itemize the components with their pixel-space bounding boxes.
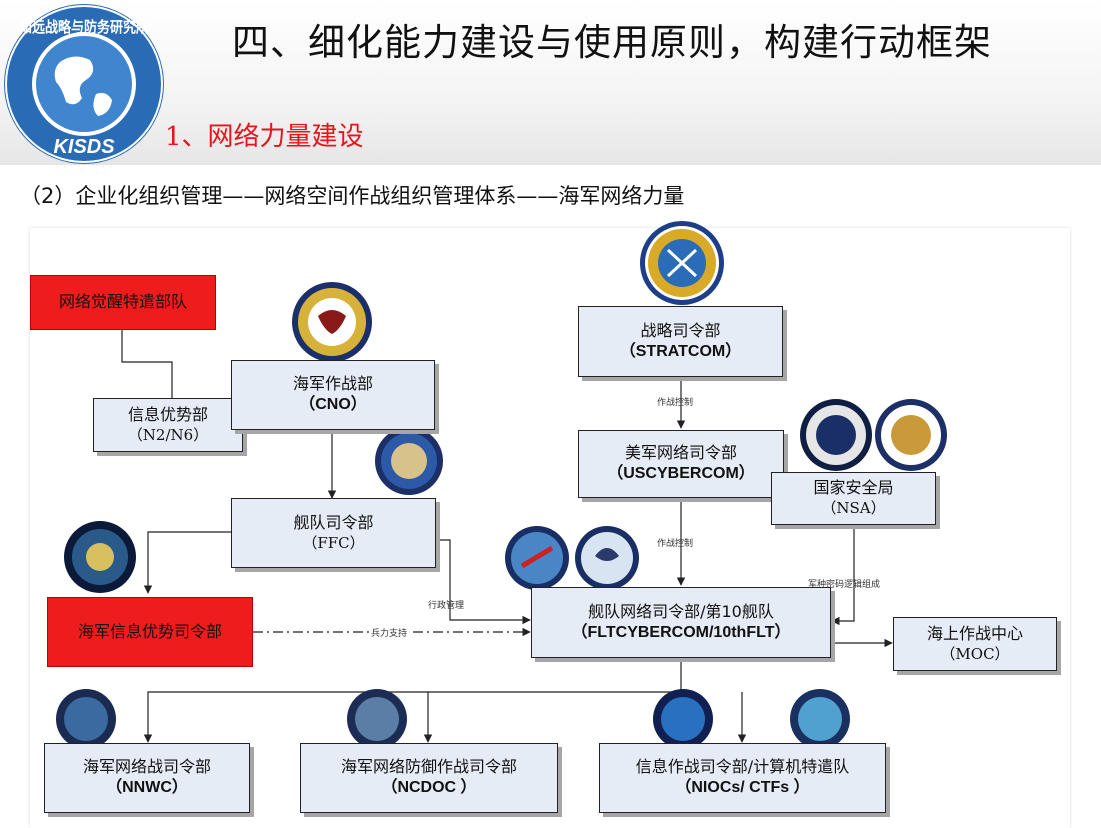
seal-cno: [292, 282, 372, 362]
node-moc[interactable]: 海上作战中心 （MOC）: [893, 617, 1057, 671]
edge-ffc-navyinfo: [143, 531, 231, 594]
edge-nsa-fltcyber: [831, 525, 855, 626]
seal-niocs-b: [790, 689, 850, 749]
node-cno[interactable]: 海军作战部 （CNO）: [231, 360, 435, 430]
node-nsa-name: 国家安全局: [813, 478, 894, 498]
node-ncdoc-name: 海军网络防御作战司令部: [340, 757, 517, 777]
node-navy-info-dominance-name: 海军信息优势司令部: [77, 621, 222, 641]
page-title: 四、细化能力建设与使用原则，构建行动框架: [232, 21, 992, 64]
seal-nnwc: [56, 689, 116, 749]
node-fltcybercom[interactable]: 舰队网络司令部/第10舰队 （FLTCYBERCOM/10thFLT）: [531, 587, 831, 658]
seal-ncdoc: [347, 689, 407, 749]
node-fltcybercom-abbr: （FLTCYBERCOM/10thFLT）: [571, 623, 791, 641]
node-ffc-abbr: （FFC）: [302, 533, 365, 552]
edge-awakening-n2n6: [121, 330, 173, 398]
node-ncdoc-abbr: （NCDOC ）: [381, 779, 477, 796]
edge-label-crypto: 军种密码逻辑组成: [808, 580, 881, 590]
node-nnwc-name: 海军网络战司令部: [82, 757, 211, 777]
edge-label-force-support: 兵力支持: [369, 626, 410, 639]
seal-navy-cyber: [64, 521, 136, 593]
edge-ffc-fltcyber: [436, 539, 531, 625]
edge-fltcyber-bottom: [143, 658, 682, 743]
kisds-logo: 知远战略与防务研究所 KISDS: [4, 4, 164, 164]
node-niocs-name: 信息作战司令部/计算机特遣队: [635, 757, 850, 777]
node-ffc-name: 舰队司令部: [293, 512, 374, 532]
node-info-dominance[interactable]: 信息优势部 （N2/N6）: [93, 398, 243, 452]
node-navy-info-dominance[interactable]: 海军信息优势司令部: [47, 597, 253, 667]
seal-ffc: [375, 427, 443, 495]
node-uscybercom-abbr: （USCYBERCOM）: [607, 465, 755, 482]
node-niocs-abbr: （NIOCs/ CTFs ）: [675, 779, 810, 796]
seal-10th-fleet-a: [505, 526, 569, 590]
logo-abbr: KISDS: [53, 136, 115, 158]
node-niocs[interactable]: 信息作战司令部/计算机特遣队 （NIOCs/ CTFs ）: [599, 743, 886, 813]
seal-cybercom: [800, 399, 872, 471]
node-uscybercom-name: 美军网络司令部: [624, 443, 737, 463]
node-nsa[interactable]: 国家安全局 （NSA）: [771, 472, 936, 525]
node-awakening-name: 网络觉醒特遣部队: [58, 292, 187, 312]
node-info-dominance-abbr: （N2/N6）: [127, 425, 209, 444]
node-moc-name: 海上作战中心: [926, 623, 1023, 643]
node-stratcom-name: 战略司令部: [640, 320, 721, 340]
seal-nsa: [875, 399, 947, 471]
node-info-dominance-name: 信息优势部: [127, 404, 208, 424]
logo-text: 知远战略与防务研究所: [19, 18, 149, 36]
node-nsa-abbr: （NSA）: [821, 499, 886, 518]
edge-label-op-control-1: 作战控制: [657, 398, 694, 408]
node-nnwc-abbr: （NNWC）: [106, 779, 188, 796]
node-cno-name: 海军作战部: [292, 374, 373, 394]
node-uscybercom[interactable]: 美军网络司令部 （USCYBERCOM）: [578, 430, 784, 498]
node-ffc[interactable]: 舰队司令部 （FFC）: [231, 498, 436, 568]
edge-label-op-control-2: 作战控制: [657, 539, 694, 549]
node-moc-abbr: （MOC）: [940, 644, 1010, 663]
node-fltcybercom-name: 舰队网络司令部/第10舰队: [588, 601, 774, 621]
node-nnwc[interactable]: 海军网络战司令部 （NNWC）: [44, 743, 250, 813]
node-ncdoc[interactable]: 海军网络防御作战司令部 （NCDOC ）: [300, 743, 558, 813]
seal-niocs-a: [653, 689, 713, 749]
header-band: [0, 0, 1101, 165]
node-cno-abbr: （CNO）: [299, 396, 367, 413]
seal-10th-fleet-b: [575, 526, 639, 590]
edge-label-admin: 行政管理: [428, 601, 465, 611]
node-stratcom[interactable]: 战略司令部 （STRATCOM）: [578, 306, 783, 377]
page-subtitle: （2）企业化组织管理——网络空间作战组织管理体系——海军网络力量: [20, 184, 685, 208]
node-stratcom-abbr: （STRATCOM）: [619, 342, 742, 360]
node-awakening[interactable]: 网络觉醒特遣部队: [30, 275, 216, 330]
seal-stratcom: [640, 221, 724, 305]
section-heading: 1、网络力量建设: [165, 122, 364, 152]
